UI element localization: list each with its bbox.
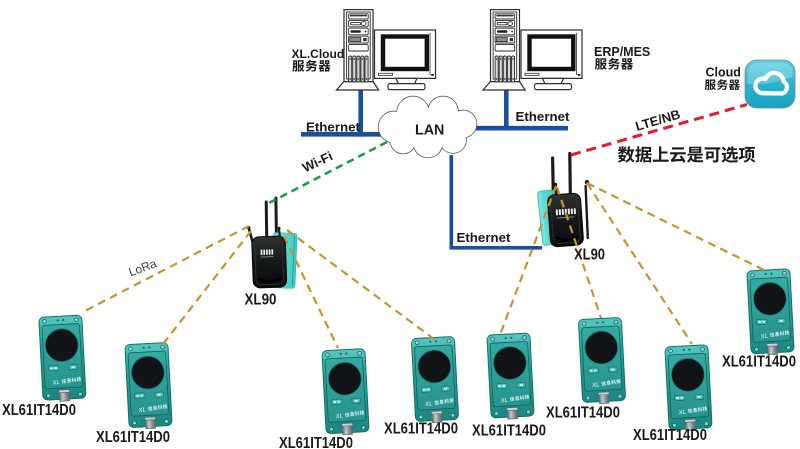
svg-text:XL61IT14D0: XL61IT14D0: [279, 435, 353, 449]
svg-text:XL61IT14D0: XL61IT14D0: [384, 421, 458, 438]
svg-text:Cloud: Cloud: [706, 66, 741, 80]
svg-text:XL61IT14D0: XL61IT14D0: [472, 423, 546, 440]
svg-text:XL61IT14D0: XL61IT14D0: [2, 402, 76, 419]
svg-text:LoRa: LoRa: [127, 256, 159, 279]
svg-text:XL61IT14D0: XL61IT14D0: [546, 405, 620, 422]
svg-text:XL61IT14D0: XL61IT14D0: [96, 429, 170, 446]
svg-text:XL90: XL90: [245, 292, 277, 309]
svg-text:XL90: XL90: [574, 247, 605, 264]
svg-text:XL.Cloud: XL.Cloud: [292, 47, 345, 61]
svg-text:LTE/NB: LTE/NB: [634, 106, 682, 133]
svg-text:ERP/MES: ERP/MES: [594, 45, 650, 59]
svg-text:LAN: LAN: [415, 123, 444, 139]
svg-text:Ethernet: Ethernet: [306, 120, 361, 135]
svg-text:Ethernet: Ethernet: [516, 109, 571, 124]
svg-text:Ethernet: Ethernet: [457, 230, 512, 245]
svg-text:XL61IT14D0: XL61IT14D0: [722, 354, 796, 371]
svg-text:XL61IT14D0: XL61IT14D0: [633, 427, 707, 444]
